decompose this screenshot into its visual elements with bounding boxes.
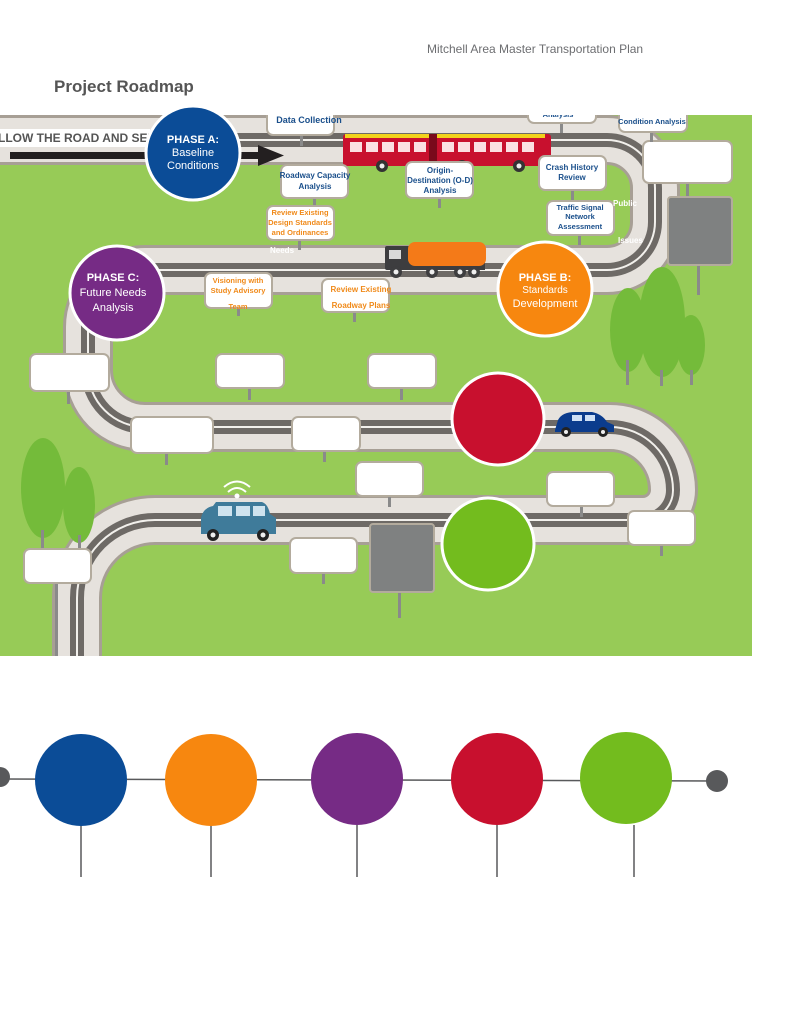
phase-a-name-line1: Baseline — [172, 147, 214, 159]
blank-sign — [355, 461, 424, 497]
sign-design-line1: Review Existing — [271, 208, 329, 217]
sign-pavement-line1: Pavement — [634, 106, 670, 115]
sign-intersection-line1: Intersection — [537, 91, 580, 100]
road-label-needs: Needs — [270, 246, 295, 255]
sign-signal-line2: Network — [565, 212, 595, 221]
tree-cluster-left — [21, 438, 95, 550]
sign-roadway-capacity — [280, 164, 349, 199]
sign-roadway-capacity-line1: Roadway Capacity — [280, 171, 351, 180]
wifi-icon — [223, 480, 251, 499]
sign-intersection-operations — [527, 115, 597, 124]
sign-pavement-line2: Condition Analysis — [618, 117, 686, 126]
timeline-end-dot — [706, 770, 728, 792]
phase-d-circle — [450, 371, 546, 467]
sign-roadway-capacity-line2: Analysis — [299, 182, 332, 191]
sign-intersection-line2: Operations — [538, 100, 578, 109]
gray-billboard-bottom — [369, 523, 435, 618]
phase-e-circle — [440, 496, 536, 592]
sign-traffic-signal — [546, 200, 615, 236]
blank-sign — [130, 416, 214, 454]
blank-sign — [23, 548, 92, 584]
sign-review-plans-line1: Review Existing — [331, 285, 392, 294]
phase-circles — [68, 104, 594, 592]
timeline-circle-5 — [580, 732, 672, 824]
connected-car — [201, 480, 276, 541]
sign-visioning-line1: Visioning with — [213, 276, 264, 285]
sign-review-plans-line2: Roadway Plans — [332, 301, 391, 310]
phase-b-name-line2: Development — [513, 298, 578, 310]
blank-sign — [29, 353, 110, 392]
sign-pavement-condition — [618, 115, 688, 133]
sign-crash-line2: Review — [558, 173, 586, 182]
phase-b-circle — [496, 240, 594, 338]
timeline-circle-1 — [35, 734, 127, 826]
phase-a-name-line2: Conditions — [167, 160, 219, 172]
phase-b-label: PHASE B: — [519, 272, 572, 284]
blank-sign — [291, 416, 361, 452]
gray-billboard-top — [667, 196, 733, 295]
sign-design-standards — [266, 205, 335, 241]
sign-visioning — [204, 272, 273, 309]
blank-sign — [289, 537, 358, 574]
blank-sign — [215, 353, 285, 389]
sign-data-collection-text: Data Collection — [276, 115, 342, 125]
sign-crash-history — [538, 155, 607, 191]
sign-visioning-line3: Team — [228, 302, 247, 311]
sign-data-collection — [266, 115, 335, 136]
blank-signs — [23, 140, 733, 656]
timeline — [0, 732, 728, 877]
sign-od-line3: Analysis — [424, 186, 457, 195]
sign-od-line2: Destination (O-D) — [407, 176, 473, 185]
blank-sign — [367, 353, 437, 389]
banner: LLOW THE ROAD AND SEE — [0, 129, 284, 166]
tanker-truck — [385, 242, 486, 278]
sign-od-analysis — [405, 161, 474, 199]
timeline-circle-4 — [451, 733, 543, 825]
tree-cluster-right — [610, 267, 705, 386]
timeline-circle-2 — [165, 734, 257, 826]
road-label-public: Public — [613, 199, 638, 208]
sign-review-plans — [321, 278, 390, 313]
blank-sign — [546, 471, 615, 507]
arrow-right-icon — [258, 145, 284, 166]
road-label-issues: Issues — [618, 236, 643, 245]
blank-sign — [642, 140, 733, 184]
blue-car — [555, 412, 614, 437]
sign-design-line3: and Ordinances — [272, 228, 329, 237]
sign-od-line1: Origin- — [427, 166, 454, 175]
timeline-start-dot — [0, 767, 10, 787]
section-title: Project Roadmap — [54, 77, 194, 96]
sign-design-line2: Design Standards — [268, 218, 332, 227]
sign-visioning-line2: Study Advisory — [211, 286, 267, 295]
timeline-circle-3 — [311, 733, 403, 825]
phase-c-circle — [68, 244, 166, 342]
banner-text: LLOW THE ROAD AND SEE — [0, 131, 156, 145]
sign-signal-line3: Assessment — [558, 222, 603, 231]
winding-road — [0, 115, 698, 656]
sign-signal-line1: Traffic Signal — [556, 203, 603, 212]
sign-intersection-line3: Analysis — [543, 110, 574, 119]
phase-b-name-line1: Standards — [522, 285, 568, 296]
plan-title: Mitchell Area Master Transportation Plan — [427, 42, 644, 56]
sign-crash-line1: Crash History — [546, 163, 599, 172]
phase-a-circle — [144, 104, 242, 202]
blank-sign — [627, 510, 696, 546]
phase-c-label: PHASE C: — [87, 272, 140, 284]
phase-a-label: PHASE A: — [167, 134, 219, 146]
phase-c-name-line2: Analysis — [93, 302, 134, 314]
phase-c-name-line1: Future Needs — [80, 287, 147, 299]
